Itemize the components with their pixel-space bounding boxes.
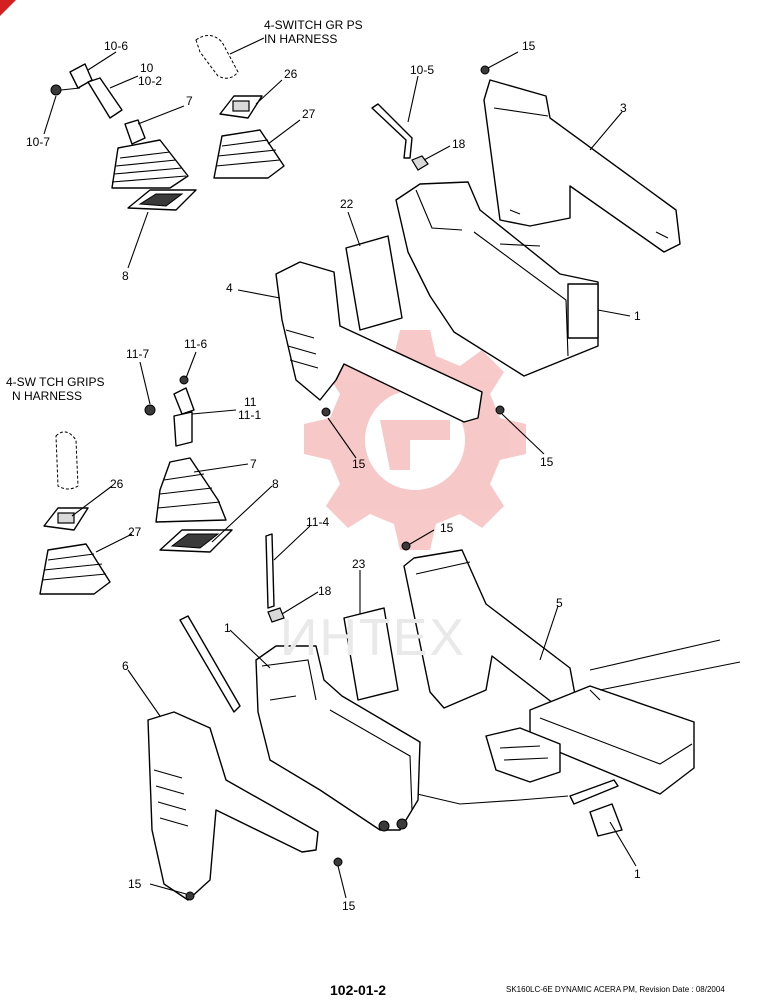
console-1b (255, 645, 421, 832)
callout-27a: 27 (302, 107, 316, 121)
callout-1a: 1 (634, 309, 641, 323)
callout-23: 23 (352, 557, 366, 571)
callout-8a: 8 (122, 269, 129, 283)
panel-6 (147, 711, 319, 901)
panel-3 (480, 65, 681, 253)
cover-26a (219, 95, 263, 119)
callout-11-6: 11-6 (184, 337, 208, 351)
callout-26b: 26 (110, 477, 124, 491)
console-1a (395, 181, 599, 377)
boot-27b (39, 543, 111, 595)
boot-7b (155, 457, 227, 523)
callout-26a: 26 (284, 67, 298, 81)
callout-15b: 15 (352, 457, 366, 471)
watermark-text: ИНТЕХ (280, 609, 467, 667)
panel-4 (275, 261, 483, 423)
plate-23 (343, 607, 399, 701)
boot-7a (111, 139, 189, 189)
plate-8a (127, 189, 197, 211)
note-upper-line1: 4-SWITCH GR PS (264, 18, 363, 32)
boot-27a (213, 129, 285, 179)
note-lower-line2: N HARNESS (12, 389, 83, 403)
nut-18b (267, 607, 285, 623)
callout-15a: 15 (522, 39, 536, 53)
callout-8b: 8 (272, 477, 279, 491)
callout-15f: 15 (342, 899, 356, 913)
rod-11-4 (265, 533, 275, 609)
callout-15d: 15 (440, 521, 454, 535)
callout-27b: 27 (128, 525, 142, 539)
note-upper-line2: IN HARNESS (264, 32, 338, 46)
callout-11: 11 (244, 395, 257, 409)
lever-rod (179, 615, 241, 713)
callout-18a: 18 (452, 137, 466, 151)
callout-15c: 15 (540, 455, 554, 469)
bolt-15f (333, 857, 343, 867)
callout-10-5: 10-5 (410, 63, 435, 77)
callout-18b: 18 (318, 584, 332, 598)
callout-10-2: 10-2 (138, 74, 163, 88)
corner-mark-icon (0, 0, 16, 16)
callout-11-1: 11-1 (238, 408, 262, 422)
callout-7b: 7 (250, 457, 257, 471)
frame-assembly (399, 639, 741, 837)
callout-15e: 15 (128, 877, 142, 891)
callout-1b: 1 (224, 621, 231, 635)
callout-10: 10 (140, 61, 154, 75)
callout-6: 6 (122, 659, 129, 673)
callout-10-7: 10-7 (26, 135, 51, 149)
cover-26b (43, 507, 89, 531)
rod-10-5 (371, 103, 413, 159)
plate-22 (345, 235, 403, 331)
grip-harness-lower (55, 431, 79, 490)
nut-18a (411, 155, 429, 171)
callout-1c: 1 (634, 867, 641, 881)
lever-grip-11 (144, 375, 195, 447)
callout-10-6: 10-6 (104, 39, 129, 53)
callout-22: 22 (340, 197, 354, 211)
bolt-15b (321, 407, 331, 417)
callout-5: 5 (556, 596, 563, 610)
callout-7a: 7 (186, 94, 193, 108)
leader-lines (43, 37, 637, 899)
page-number: 102-01-2 (330, 982, 387, 998)
watermark-gear-icon (304, 330, 526, 550)
footer-text: SK160LC-6E DYNAMIC ACERA PM, Revision Da… (506, 985, 725, 994)
bolt-15c (495, 405, 505, 415)
bolt-15e (185, 891, 195, 901)
callout-4: 4 (226, 281, 233, 295)
grip-harness-upper (195, 35, 239, 79)
callout-11-7: 11-7 (126, 347, 150, 361)
plate-8b (159, 529, 233, 553)
lever-grip-10 (50, 63, 146, 145)
note-lower-line1: 4-SW TCH GRIPS (6, 375, 105, 389)
callout-11-4: 11-4 (306, 515, 330, 529)
callout-3: 3 (620, 101, 627, 115)
